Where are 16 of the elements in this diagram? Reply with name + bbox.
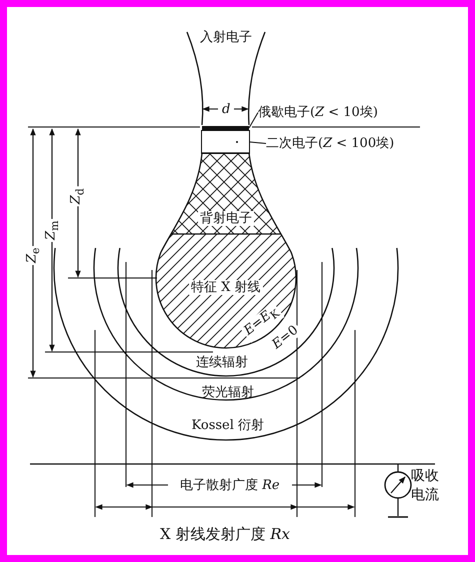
- callout-text: 俄歇电子(Z < 10埃): [258, 105, 378, 120]
- secondary-electron-region: [201, 130, 250, 154]
- region-label: 荧光辐射: [202, 384, 254, 400]
- dimension-label: 电子散射广度 Re: [178, 478, 282, 492]
- region-label: Kossel 衍射: [192, 418, 264, 432]
- auger-layer-bar: [202, 126, 249, 130]
- leader-line: [248, 112, 258, 128]
- meter-label: 吸收电流: [411, 467, 440, 505]
- region-label: 连续辐射: [196, 354, 248, 370]
- dimension-label: X 射线发射广度 Rx: [160, 526, 290, 542]
- region-label: 特征 X 射线: [189, 280, 263, 294]
- dimension-label: d: [220, 102, 232, 116]
- callout-text: 二次电子(Z < 100埃): [266, 136, 394, 151]
- region-label: 背射电子: [198, 210, 254, 226]
- leader-line: [250, 142, 266, 144]
- beam-label: 入射电子: [200, 30, 252, 44]
